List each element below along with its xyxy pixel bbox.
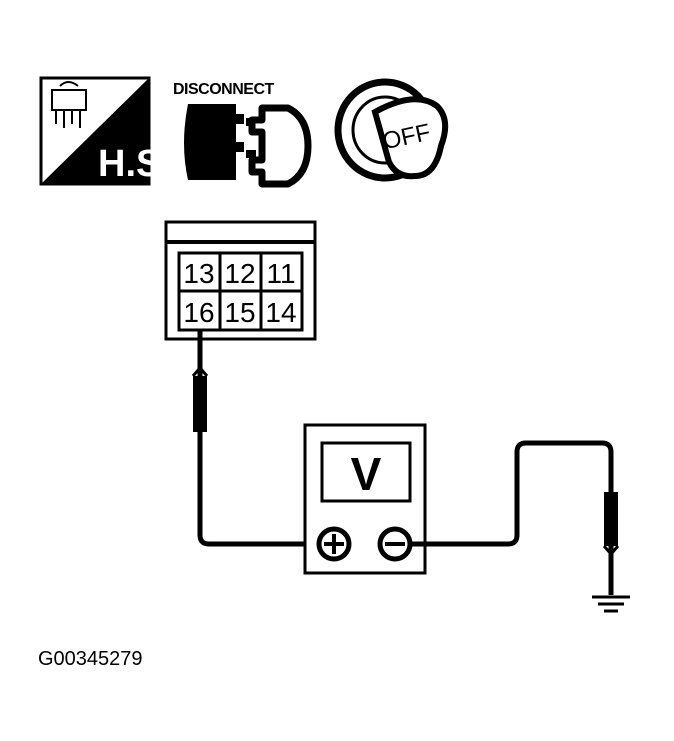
figure-code: G00345279 (38, 648, 143, 670)
harness-sensor-icon: H.S. (39, 76, 172, 186)
pin-16: 16 (183, 297, 214, 328)
ignition-off-icon: OFF (334, 78, 449, 182)
positive-terminal-icon (316, 526, 352, 562)
voltmeter: V (303, 423, 427, 575)
harness-sensor-label: H.S. (98, 143, 172, 185)
pin-12: 12 (224, 258, 255, 289)
voltmeter-display: V (351, 448, 382, 500)
negative-terminal-icon (377, 526, 413, 562)
ground-icon (592, 595, 630, 613)
pin-15: 15 (224, 297, 255, 328)
disconnect-label: DISCONNECT (173, 81, 275, 98)
pin-13: 13 (183, 258, 214, 289)
positive-test-lead (191, 330, 320, 547)
connector: 13 12 11 16 15 14 (164, 220, 317, 341)
pin-14: 14 (265, 297, 296, 328)
pin-11: 11 (266, 258, 295, 289)
disconnect-icon: DISCONNECT (173, 81, 312, 188)
negative-test-lead (410, 440, 620, 595)
